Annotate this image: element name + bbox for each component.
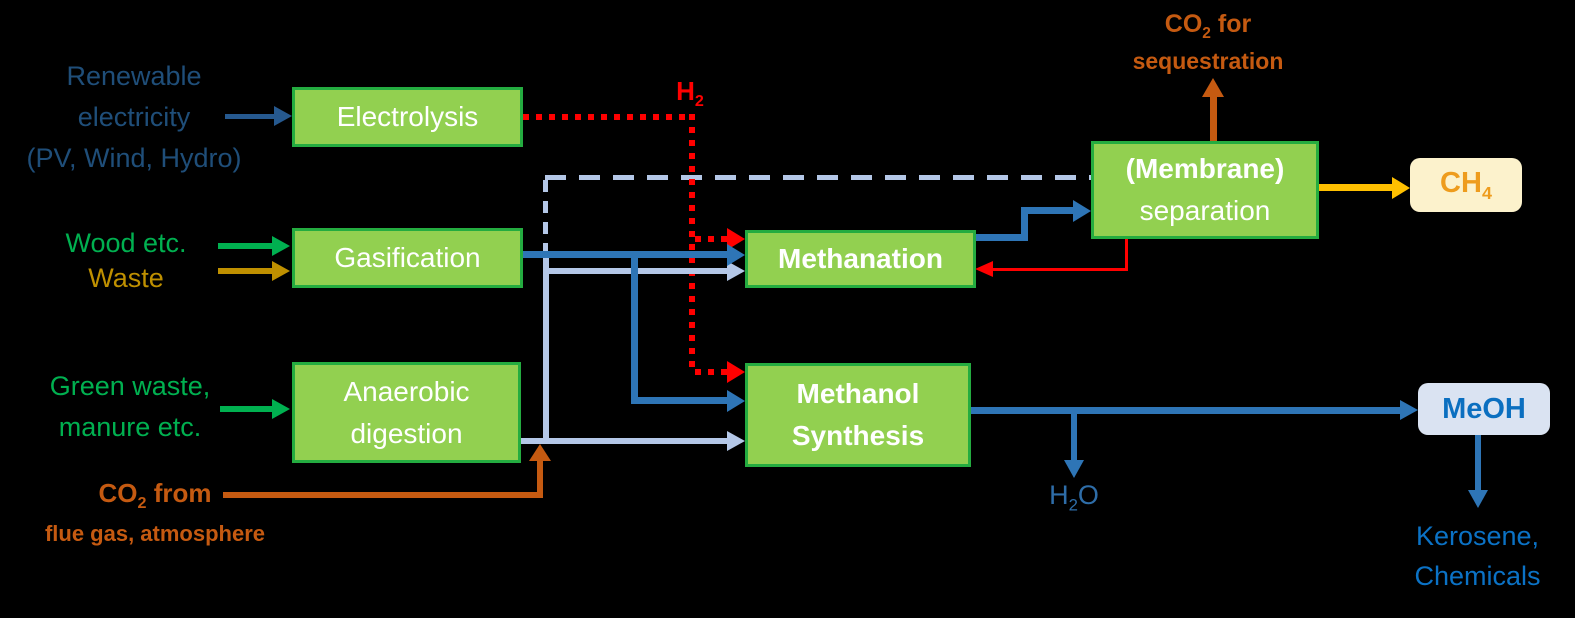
anaerobic-label-line1: Anaerobic	[343, 375, 470, 407]
membrane-label-line2: separation	[1139, 195, 1271, 226]
h2-to-methanol-arrowhead	[727, 361, 745, 383]
h2o-label: H2O	[1049, 480, 1099, 515]
co2-feed-arrowhead-up	[529, 444, 551, 461]
recycle-arrowhead-left	[975, 261, 993, 277]
methanol-label-line1: Methanol	[796, 378, 920, 409]
syngas-branch-to-methanol	[631, 397, 727, 404]
syngas-to-methanol-arrowhead	[727, 390, 745, 412]
meoh-chip-label: MeOH	[1442, 392, 1526, 425]
ch4-product-pipe	[1318, 184, 1392, 191]
h2-pipe-from-electrolysis	[523, 114, 691, 120]
biogas-riser-pipe	[543, 254, 549, 444]
green-waste-line1: Green waste,	[49, 371, 211, 401]
syngas-branch-vertical	[631, 251, 638, 397]
co2-from-line1: CO2 from	[98, 478, 212, 513]
h2-branch-to-methanation	[695, 236, 727, 242]
membrane-separation-box: (Membrane) separation	[1091, 141, 1319, 239]
kerosene-line1: Kerosene,	[1415, 521, 1540, 551]
renewable-line3: (PV, Wind, Hydro)	[26, 143, 242, 173]
gasification-box: Gasification	[292, 228, 523, 288]
electrolysis-box: Electrolysis	[292, 87, 523, 147]
green-waste-arrow-line	[220, 406, 272, 412]
renewable-arrow-line	[225, 114, 275, 119]
meoh-product-pipe	[970, 407, 1402, 414]
co2-sequestration-arrowhead-up	[1202, 78, 1224, 97]
co2-from-line2: flue gas, atmosphere	[44, 521, 266, 547]
methanation-to-membrane-pipe	[1028, 207, 1073, 214]
ch4-chip-label: CH4	[1440, 166, 1492, 203]
h2-pipe-vertical	[689, 114, 695, 372]
h2o-arrowhead-down	[1064, 460, 1084, 478]
co2-sequestration-label: CO2 for sequestration	[1108, 10, 1308, 75]
h2-label: H2	[676, 76, 704, 111]
wood-arrow-line	[218, 243, 272, 249]
co2-feed-pipe-vertical	[537, 460, 543, 498]
co2-seq-line2: sequestration	[1132, 48, 1284, 74]
meoh-arrowhead	[1400, 400, 1418, 420]
syngas-pipe-to-methanation	[522, 251, 727, 258]
electrolysis-label: Electrolysis	[336, 101, 479, 132]
h2o-branch-pipe	[1071, 414, 1077, 460]
renewable-line1: Renewable	[66, 61, 202, 91]
anaerobic-label-line2: digestion	[350, 417, 463, 449]
co2-seq-line1: CO2 for	[1164, 10, 1252, 42]
renewable-line2: electricity	[77, 102, 191, 132]
co2-feed-pipe-horizontal	[223, 492, 543, 498]
gasification-label: Gasification	[334, 242, 481, 273]
biogas-to-methanation-arrowhead	[727, 261, 745, 281]
methanation-outlet-riser	[1021, 207, 1028, 241]
co2-sequestration-pipe	[1210, 96, 1217, 141]
membrane-label-line1: (Membrane)	[1125, 153, 1285, 184]
methanation-to-membrane-arrowhead	[1073, 200, 1091, 222]
meoh-downstream-arrowhead-down	[1468, 490, 1488, 508]
anaerobic-digestion-box: Anaerobic digestion	[292, 362, 521, 463]
biogas-bypass-pipe-vertical-dashed	[543, 180, 548, 254]
green-waste-label: Green waste, manure etc.	[10, 366, 250, 448]
recycle-pipe-vertical	[1125, 238, 1128, 271]
syngas-to-methanation-arrowhead	[727, 244, 745, 266]
h2-branch-to-methanol	[695, 369, 727, 375]
methanation-box: Methanation	[745, 230, 976, 288]
meoh-downstream-pipe	[1475, 435, 1481, 490]
ch4-arrowhead	[1392, 177, 1410, 199]
methanation-outlet-pipe	[975, 234, 1028, 241]
waste-label: Waste	[88, 263, 164, 293]
co2-from-label: CO2 from flue gas, atmosphere	[20, 478, 290, 547]
renewable-arrowhead	[274, 106, 292, 126]
kerosene-line2: Chemicals	[1414, 561, 1541, 591]
renewable-electricity-label: Renewable electricity (PV, Wind, Hydro)	[8, 56, 260, 179]
wood-arrowhead	[272, 236, 290, 256]
digestate-pipe-to-methanol	[520, 438, 727, 444]
methanol-synthesis-box: Methanol Synthesis	[745, 363, 971, 467]
green-waste-line2: manure etc.	[58, 412, 202, 442]
kerosene-chemicals-label: Kerosene, Chemicals	[1385, 516, 1570, 596]
methanation-label: Methanation	[778, 243, 943, 274]
biogas-bypass-pipe-horizontal-dashed	[545, 175, 1091, 180]
ch4-product-chip: CH4	[1410, 158, 1522, 212]
recycle-pipe-horizontal	[992, 268, 1128, 271]
wood-label: Wood etc.	[65, 228, 187, 258]
digestate-to-methanol-arrowhead	[727, 431, 745, 451]
meoh-product-chip: MeOH	[1418, 383, 1550, 435]
methanol-label-line2: Synthesis	[791, 420, 925, 451]
waste-arrowhead	[272, 261, 290, 281]
waste-arrow-line	[218, 268, 272, 274]
green-waste-arrowhead	[272, 399, 290, 419]
